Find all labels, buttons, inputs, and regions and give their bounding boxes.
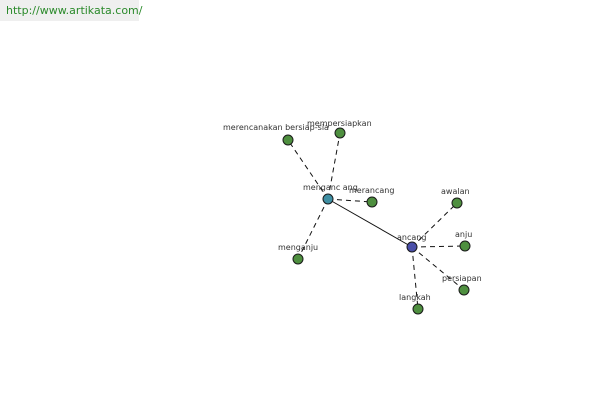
node-label-menganc[interactable]: menganc ang xyxy=(303,183,358,192)
node-langkah[interactable] xyxy=(412,303,424,315)
node-label-persiapan[interactable]: persiapan xyxy=(442,274,482,283)
node-mempersiapkan[interactable] xyxy=(334,127,346,139)
edge-menganc-ancang xyxy=(327,198,413,248)
node-label-ancang[interactable]: ancang xyxy=(397,233,426,242)
node-label-mempersiapkan[interactable]: mempersiapkan xyxy=(307,119,372,128)
node-label-awalan[interactable]: awalan xyxy=(441,187,470,196)
graph-nodes xyxy=(282,127,471,315)
node-anju[interactable] xyxy=(459,240,471,252)
edge-ancang-anju xyxy=(411,245,466,248)
edge-ancang-awalan xyxy=(411,202,458,248)
edge-menganc-menganju xyxy=(297,198,329,260)
node-awalan[interactable] xyxy=(451,197,463,209)
edge-menganc-merencanakan xyxy=(287,139,329,200)
node-menganc[interactable] xyxy=(322,193,334,205)
edge-menganc-merancang xyxy=(327,198,373,203)
edge-ancang-persiapan xyxy=(411,246,465,291)
graph-labels: ancang menganc ang merencanakan bersiap-si… xyxy=(223,119,482,302)
graph-edges xyxy=(287,132,466,310)
node-label-merencanakan[interactable]: merencanakan bersiap-sia xyxy=(223,123,329,132)
edge-ancang-langkah xyxy=(411,246,419,310)
node-persiapan[interactable] xyxy=(458,284,470,296)
node-merancang[interactable] xyxy=(366,196,378,208)
edge-menganc-mempersiapkan xyxy=(327,132,341,200)
node-label-merancang[interactable]: merancang xyxy=(349,186,394,195)
node-ancang[interactable] xyxy=(406,241,418,253)
node-label-anju[interactable]: anju xyxy=(455,230,472,239)
node-merencanakan[interactable] xyxy=(282,134,294,146)
site-url[interactable]: http://www.artikata.com/ xyxy=(0,0,142,21)
node-menganju[interactable] xyxy=(292,253,304,265)
node-label-menganju[interactable]: menganju xyxy=(278,243,318,252)
node-label-langkah[interactable]: langkah xyxy=(399,293,431,302)
